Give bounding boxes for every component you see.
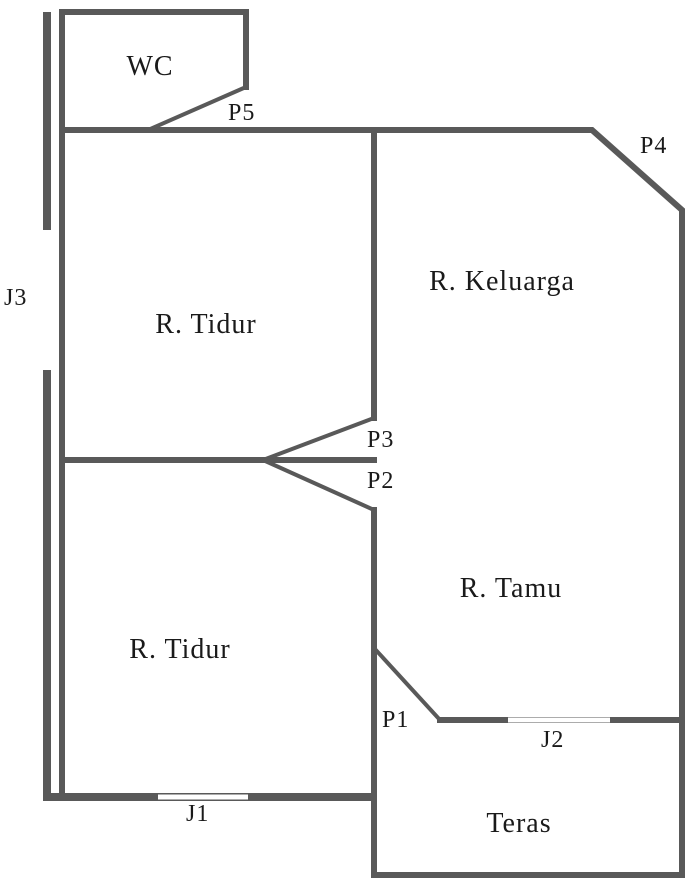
room-label-living-room: R. Tamu <box>460 573 563 604</box>
marker-p3: P3 <box>367 427 394 453</box>
room-label-terrace: Teras <box>486 808 551 839</box>
marker-j3: J3 <box>4 285 27 311</box>
marker-j2: J2 <box>541 727 564 753</box>
marker-p4: P4 <box>640 133 667 159</box>
door-p1 <box>372 646 442 722</box>
room-label-bedroom-bottom: R. Tidur <box>129 634 230 665</box>
door-p3 <box>261 416 376 462</box>
door-p5 <box>146 85 248 132</box>
marker-p5: P5 <box>228 100 255 126</box>
terrace-wall <box>371 717 685 878</box>
door-p2 <box>261 458 376 512</box>
upper-wall <box>59 127 685 723</box>
marker-p2: P2 <box>367 468 394 494</box>
marker-p1: P1 <box>382 707 409 733</box>
room-label-bedroom-top: R. Tidur <box>155 309 256 340</box>
room-label-family-room: R. Keluarga <box>429 266 575 297</box>
marker-j1: J1 <box>186 801 209 827</box>
room-label-wc: WC <box>126 51 173 82</box>
